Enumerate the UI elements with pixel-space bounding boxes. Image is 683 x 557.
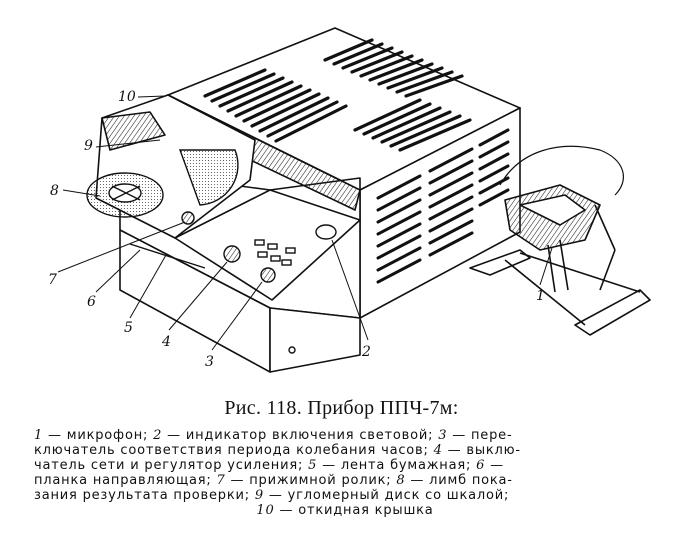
legend-text: — индикатор включения световой; [162, 428, 439, 443]
legend-text: зания результата проверки; [34, 488, 255, 503]
legend-text: — лимб пока- [405, 473, 513, 488]
legend-number: 7 [216, 473, 226, 488]
legend-number: 1 [34, 428, 44, 443]
legend-line: 10 — откидная крышка [34, 503, 656, 518]
top-vent-slots [203, 38, 472, 152]
callout-4: 4 [161, 334, 171, 350]
legend-text: — откидная крышка [274, 503, 434, 518]
legend-number: 6 [476, 458, 486, 473]
callout-7: 7 [48, 272, 57, 288]
callout-10: 10 [118, 89, 136, 105]
microphone-stand [469, 145, 651, 336]
callout-2: 2 [361, 344, 371, 360]
legend-line: чатель сети и регулятор усиления; 5 — ле… [34, 458, 656, 473]
legend-number: 10 [256, 503, 275, 518]
legend-text: — микрофон; [43, 428, 154, 443]
legend-text: — лента бумажная; [317, 458, 477, 473]
callout-1: 1 [536, 288, 545, 304]
legend-text: ключатель соответствия периода колебания… [34, 443, 434, 458]
legend-text: планка направляющая; [34, 473, 217, 488]
legend-text: — выклю- [442, 443, 521, 458]
figure-legend: 1 — микрофон; 2 — индикатор включения св… [34, 428, 656, 518]
legend-text: — пере- [447, 428, 513, 443]
callout-3: 3 [205, 354, 214, 370]
control-panel-elements [129, 211, 337, 354]
callout-6: 6 [87, 294, 96, 310]
legend-text: — угломерный диск со шкалой; [263, 488, 510, 503]
side-vent-slots [376, 128, 510, 284]
legend-line: 1 — микрофон; 2 — индикатор включения св… [34, 428, 656, 443]
callout-8: 8 [50, 183, 59, 199]
legend-text: — [485, 458, 504, 473]
legend-number: 3 [438, 428, 448, 443]
legend-line: планка направляющая; 7 — прижимной ролик… [34, 473, 656, 488]
legend-line: зания результата проверки; 9 — угломерны… [34, 488, 656, 503]
legend-line: ключатель соответствия периода колебания… [34, 443, 656, 458]
callout-5: 5 [124, 320, 133, 336]
legend-text: — прижимной ролик; [225, 473, 397, 488]
legend-number: 4 [433, 443, 443, 458]
device-illustration: 1 2 3 4 5 6 7 8 9 10 [48, 27, 651, 373]
angle-disc [179, 149, 239, 206]
legend-number: 8 [396, 473, 406, 488]
callout-9: 9 [84, 138, 93, 154]
legend-number: 2 [153, 428, 163, 443]
leader-lines [57, 95, 553, 351]
figure-caption-title: Рис. 118. Прибор ППЧ-7м: [224, 397, 459, 419]
legend-number: 5 [308, 458, 318, 473]
callout-numbers: 1 2 3 4 5 6 7 8 9 10 [48, 89, 545, 370]
limb-dial [86, 172, 164, 218]
legend-number: 9 [254, 488, 264, 503]
legend-text: чатель сети и регулятор усиления; [34, 458, 309, 473]
